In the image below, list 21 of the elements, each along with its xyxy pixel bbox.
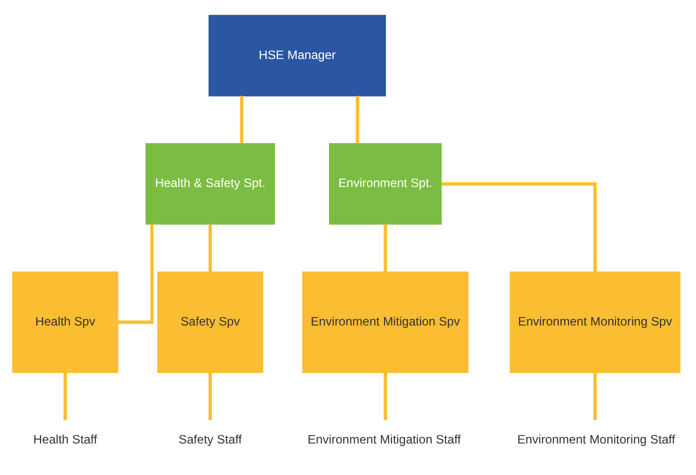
node-box: Environment Monitoring Spv [510, 270, 680, 372]
connector [384, 224, 388, 272]
connector [64, 372, 67, 420]
node-box: Health Spv [12, 270, 118, 372]
node-box: Environment Mitigation Spv [302, 270, 468, 372]
node-box: Health & Safety Spt. [146, 142, 275, 224]
node-text: Safety Staff [178, 432, 242, 446]
connector [442, 182, 597, 272]
node-text: Health Staff [33, 432, 98, 446]
connector [208, 224, 212, 272]
node-box: Safety Spv [157, 270, 264, 372]
connector [240, 95, 244, 143]
connector [208, 372, 212, 420]
node-text: Environment Mitigation Staff [308, 432, 461, 446]
node-box: Environment Spt. [329, 142, 442, 224]
connector [593, 372, 597, 420]
connector [384, 372, 388, 420]
node-box: HSE Manager [208, 14, 386, 96]
connector [356, 95, 360, 143]
node-text: Environment Monitoring Staff [517, 432, 676, 446]
connector [118, 224, 154, 324]
